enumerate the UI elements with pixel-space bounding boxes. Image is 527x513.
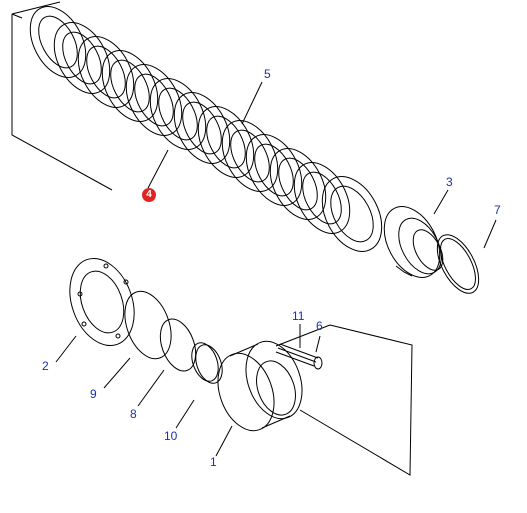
o-ring-part-9	[124, 290, 172, 360]
callout-7[interactable]: 7	[494, 203, 501, 217]
callout-4-highlight[interactable]: 4	[142, 188, 156, 202]
callout-3[interactable]: 3	[446, 175, 453, 189]
seal-ring-part-10	[191, 342, 223, 384]
o-ring-part-8	[159, 318, 197, 372]
drum-part-1	[217, 340, 303, 432]
clutch-disc-stack	[29, 6, 383, 252]
callout-9[interactable]: 9	[90, 387, 97, 401]
callout-8[interactable]: 8	[130, 407, 137, 421]
bolt-part-6	[275, 343, 323, 370]
callout-10[interactable]: 10	[164, 429, 178, 443]
hub-part-3	[383, 206, 444, 278]
lower-assembly-frame	[299, 324, 413, 476]
callout-11[interactable]: 11	[292, 309, 305, 323]
plate-part-2	[69, 257, 135, 347]
callout-6[interactable]: 6	[316, 319, 323, 333]
callout-2[interactable]: 2	[42, 359, 49, 373]
callout-1[interactable]: 1	[210, 455, 217, 469]
snap-ring-part-7	[436, 234, 480, 294]
callout-5[interactable]: 5	[264, 67, 271, 81]
upper-assembly-frame	[11, 1, 113, 191]
